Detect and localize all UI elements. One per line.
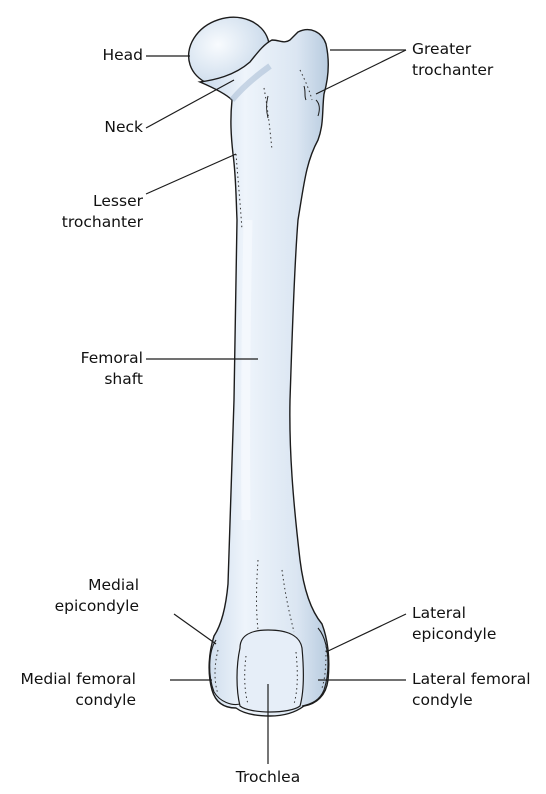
label-medial-femoral-condyle-line2: condyle bbox=[20, 690, 136, 711]
label-lateral-femoral-condyle-line2: condyle bbox=[412, 690, 531, 711]
label-lateral-femoral-condyle-line1: Lateral femoral bbox=[412, 669, 531, 690]
label-medial-epicondyle-line1: Medial bbox=[55, 575, 139, 596]
label-head-text: Head bbox=[102, 45, 143, 66]
leader-medial-epicondyle bbox=[174, 614, 216, 644]
label-lesser-trochanter-line2: trochanter bbox=[62, 212, 143, 233]
label-neck: Neck bbox=[104, 117, 143, 138]
label-greater-trochanter-line2: trochanter bbox=[412, 60, 493, 81]
label-femoral-shaft-line2: shaft bbox=[81, 369, 143, 390]
label-lateral-epicondyle: Lateral epicondyle bbox=[412, 603, 496, 645]
label-medial-epicondyle: Medial epicondyle bbox=[55, 575, 139, 617]
label-lateral-epicondyle-line2: epicondyle bbox=[412, 624, 496, 645]
label-greater-trochanter: Greater trochanter bbox=[412, 39, 493, 81]
label-lesser-trochanter-line1: Lesser bbox=[62, 191, 143, 212]
leader-lesser-trochanter bbox=[146, 154, 236, 194]
label-lesser-trochanter: Lesser trochanter bbox=[62, 191, 143, 233]
label-femoral-shaft-line1: Femoral bbox=[81, 348, 143, 369]
label-medial-epicondyle-line2: epicondyle bbox=[55, 596, 139, 617]
shaft-highlight bbox=[246, 220, 248, 520]
label-medial-femoral-condyle: Medial femoral condyle bbox=[20, 669, 136, 711]
label-trochlea: Trochlea bbox=[218, 767, 318, 788]
label-head: Head bbox=[102, 45, 143, 66]
label-femoral-shaft: Femoral shaft bbox=[81, 348, 143, 390]
label-medial-femoral-condyle-line1: Medial femoral bbox=[20, 669, 136, 690]
femur-body-shape bbox=[200, 30, 329, 716]
leader-neck bbox=[146, 80, 234, 128]
label-greater-trochanter-line1: Greater bbox=[412, 39, 493, 60]
label-trochlea-text: Trochlea bbox=[218, 767, 318, 788]
leader-greater-trochanter-b bbox=[316, 50, 406, 94]
label-lateral-epicondyle-line1: Lateral bbox=[412, 603, 496, 624]
label-lateral-femoral-condyle: Lateral femoral condyle bbox=[412, 669, 531, 711]
leader-lateral-epicondyle bbox=[326, 614, 406, 652]
label-neck-text: Neck bbox=[104, 117, 143, 138]
trochlea-shape bbox=[237, 630, 303, 712]
